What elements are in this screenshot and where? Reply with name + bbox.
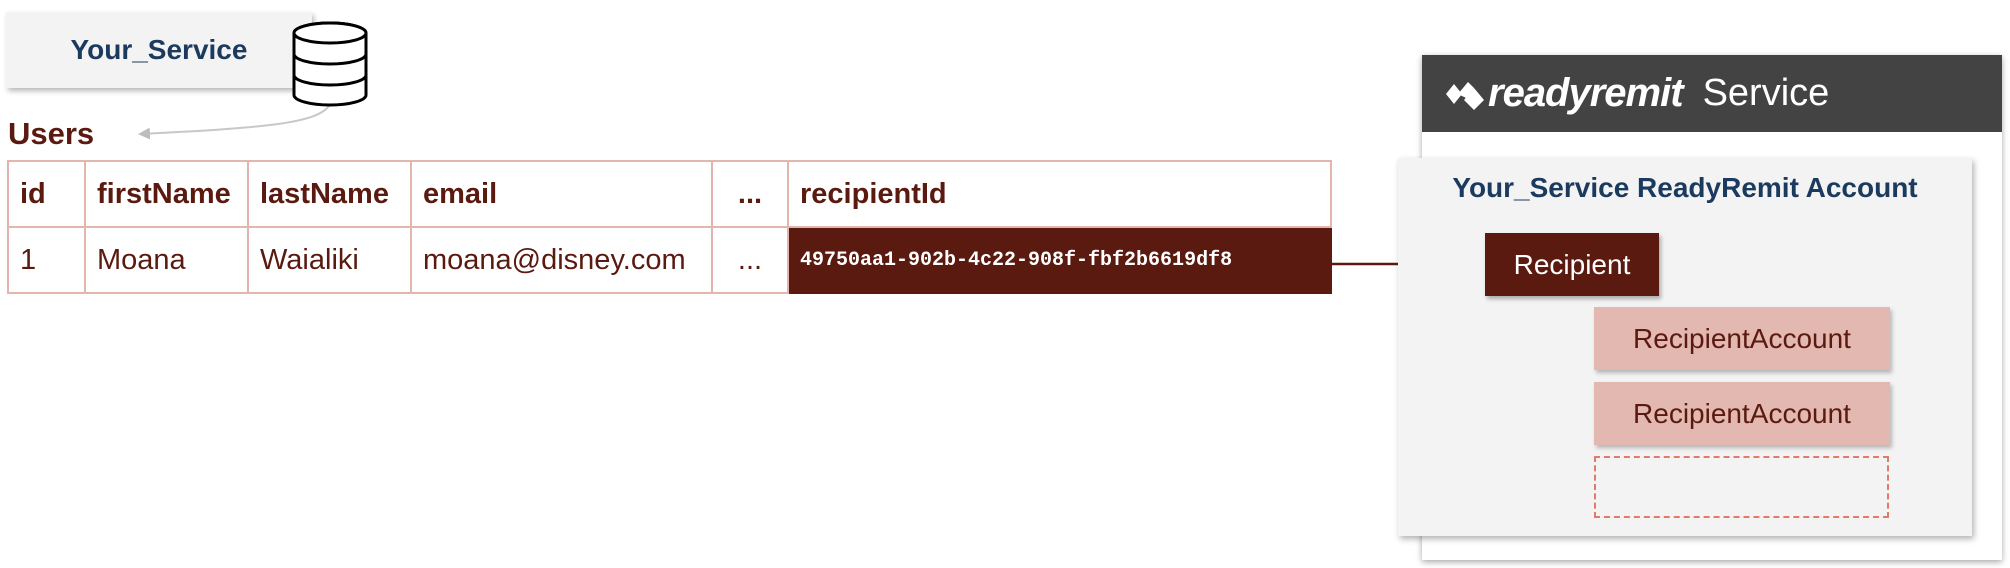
column-header-lastname: lastName: [247, 160, 412, 228]
column-header-recipientid: recipientId: [787, 160, 1332, 228]
recipient-account-label: RecipientAccount: [1633, 397, 1851, 429]
column-header-email: email: [410, 160, 713, 228]
recipient-label: Recipient: [1513, 248, 1631, 280]
cell-ellipsis: ...: [711, 226, 789, 294]
recipient-account-node: RecipientAccount: [1594, 307, 1890, 370]
column-header-firstname: firstName: [84, 160, 249, 228]
recipient-account-label: RecipientAccount: [1633, 322, 1851, 354]
cell-recipientid: 49750aa1-902b-4c22-908f-fbf2b6619df8: [787, 226, 1332, 294]
cell-lastname: Waialiki: [247, 226, 412, 294]
readyremit-header: readyremit Service: [1422, 55, 2002, 132]
cell-firstname: Moana: [84, 226, 249, 294]
users-table: id firstName lastName email ... recipien…: [7, 160, 1332, 294]
readyremit-service-label: Service: [1702, 72, 1830, 114]
cell-id: 1: [7, 226, 86, 294]
table-row: 1 Moana Waialiki moana@disney.com ... 49…: [7, 226, 1332, 294]
cell-email: moana@disney.com: [410, 226, 713, 294]
db-to-users-arrow: [138, 103, 331, 140]
recipient-account-node: RecipientAccount: [1594, 382, 1890, 445]
table-header-row: id firstName lastName email ... recipien…: [7, 160, 1332, 228]
recipient-account-placeholder: [1594, 456, 1889, 518]
recipient-node: Recipient: [1485, 233, 1659, 296]
your-service-box: Your_Service: [6, 12, 312, 88]
column-header-ellipsis: ...: [711, 160, 789, 228]
database-icon: [292, 21, 368, 107]
readyremit-logo-text: readyremit: [1488, 71, 1684, 115]
users-table-title: Users: [8, 116, 95, 151]
account-title: Your_Service ReadyRemit Account: [1452, 172, 1918, 203]
your-service-title: Your_Service: [70, 34, 248, 65]
readyremit-logo-icon: [1446, 81, 1484, 110]
column-header-id: id: [7, 160, 86, 228]
